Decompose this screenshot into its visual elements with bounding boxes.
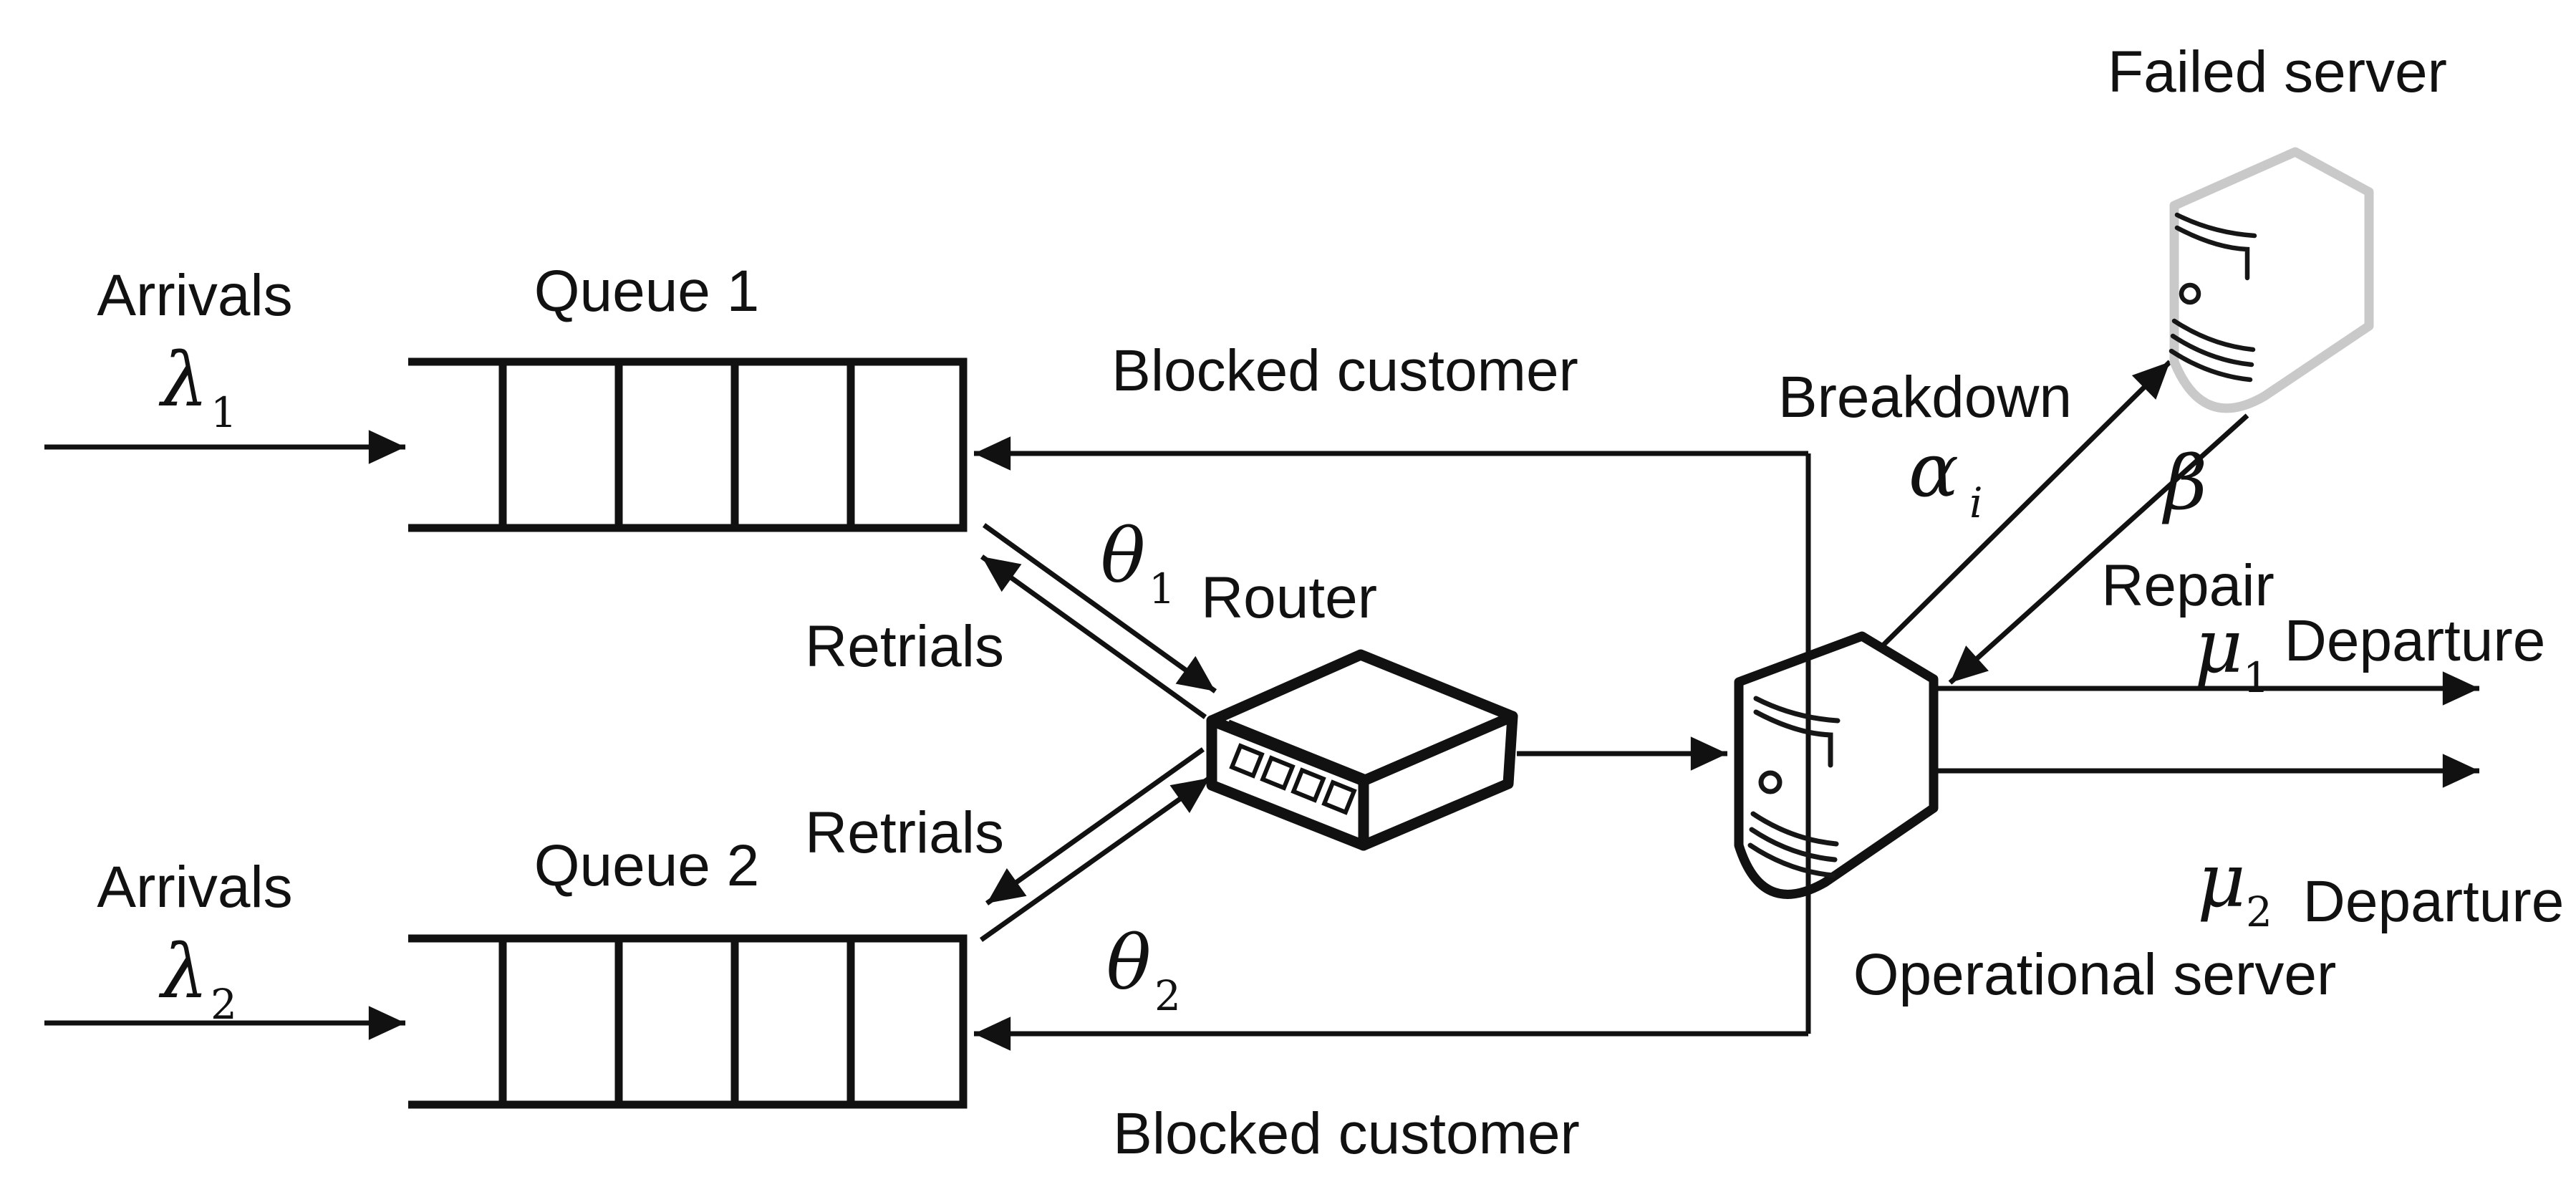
router-to-queue2-retrial-arrow <box>985 747 1205 905</box>
theta2-symbol: θ <box>1106 919 1152 1007</box>
blocked-customer-top-label: Blocked customer <box>1111 338 1578 403</box>
mu1-subscript: 1 <box>2243 653 2269 702</box>
queue1-box <box>408 357 968 532</box>
queue2-box <box>408 934 968 1109</box>
queue2-shape <box>408 934 968 1109</box>
alpha-subscript: i <box>1969 479 1983 527</box>
arrivals-bottom-label: Arrivals <box>97 855 292 920</box>
lambda2-symbol: λ <box>158 928 208 1015</box>
failed-server-details <box>2169 212 2257 383</box>
router-seam-lines <box>1222 719 1372 787</box>
server-power-button-icon <box>1758 770 1783 794</box>
repair-arrow <box>1948 413 2249 685</box>
router-port-icon <box>1229 743 1265 779</box>
queue2-slot-dividers <box>498 938 855 1105</box>
blocked-customer-bottom-label: Blocked customer <box>1113 1101 1580 1166</box>
alpha-symbol: α <box>1909 426 1959 514</box>
mu1-symbol: μ <box>2194 602 2243 690</box>
operational-server-icon <box>1734 453 1939 1034</box>
queue1-to-router-arrow <box>982 523 1217 693</box>
router-port-icon <box>1291 767 1326 803</box>
queue2-to-router-arrow <box>979 776 1212 942</box>
router-port-icon <box>1321 779 1357 815</box>
queue2-label: Queue 2 <box>534 833 760 898</box>
theta2-subscript: 2 <box>1154 971 1181 1020</box>
server-vent-top <box>2174 212 2257 239</box>
server-panel-line <box>2174 225 2250 281</box>
departure-bottom-label: Departure <box>2303 869 2565 934</box>
queue1-label: Queue 1 <box>534 259 760 324</box>
operational-server-details <box>1747 696 1841 878</box>
router-label: Router <box>1201 565 1377 630</box>
server-power-button-icon <box>2179 282 2201 305</box>
failed-server-label: Failed server <box>2108 39 2447 105</box>
queue1-shape <box>408 357 968 532</box>
router-port-icon <box>1260 755 1296 791</box>
mu2-symbol: μ <box>2197 837 2246 924</box>
mu2-subscript: 2 <box>2246 888 2272 936</box>
arrivals-top-label: Arrivals <box>97 263 292 328</box>
beta-symbol: β <box>2161 439 2207 527</box>
server-vent-bottom <box>2169 318 2256 383</box>
departure-top-label: Departure <box>2285 608 2546 673</box>
theta1-symbol: θ <box>1101 512 1146 600</box>
server-vent-top <box>1753 696 1841 724</box>
theta1-subscript: 1 <box>1149 565 1175 613</box>
breakdown-arrow <box>1876 360 2172 653</box>
lambda1-subscript: 1 <box>211 388 237 437</box>
failed-server-icon <box>2169 147 2374 413</box>
router-icon <box>1206 649 1518 851</box>
server-panel-line <box>1753 709 1833 768</box>
server-vent-bottom <box>1747 811 1839 878</box>
breakdown-label: Breakdown <box>1778 365 2072 430</box>
router-to-queue1-retrial-arrow <box>980 554 1207 719</box>
retrials-top-label: Retrials <box>805 614 1004 679</box>
retrials-bottom-label: Retrials <box>805 800 1004 865</box>
operational-server-label: Operational server <box>1853 942 2337 1007</box>
lambda2-subscript: 2 <box>211 980 237 1029</box>
repair-label: Repair <box>2101 553 2274 618</box>
lambda1-symbol: λ <box>158 336 208 423</box>
queue1-slot-dividers <box>498 362 855 528</box>
